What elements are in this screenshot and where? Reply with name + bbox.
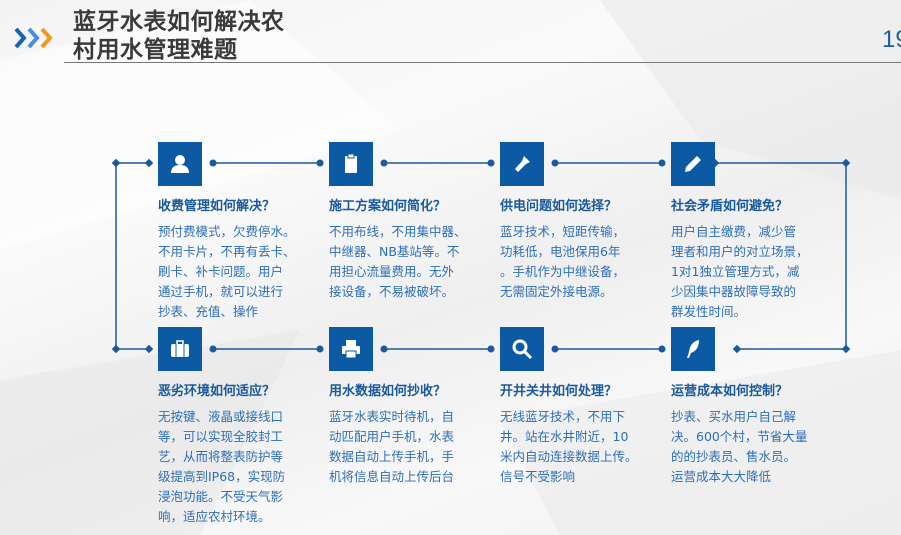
- card-title: 恶劣环境如何适应？: [158, 384, 276, 399]
- card-icon-box: [671, 327, 715, 371]
- card-body-line: 刷卡、补卡问题。用户: [158, 264, 284, 279]
- card-title: 施工方案如何简化？: [329, 199, 447, 214]
- page-title: 蓝牙水表如何解决农 村用水管理难题: [73, 8, 285, 64]
- chevron-logo-icon: [14, 27, 53, 49]
- card-body-line: 用户自主缴费，减少管: [671, 224, 797, 239]
- card-title: 开井关井如何处理？: [500, 384, 618, 399]
- card-body-line: 数据自动上传手机，手: [329, 449, 455, 464]
- card-body-line: 。手机作为中继设备，: [500, 264, 626, 279]
- feature-card: 施工方案如何简化？ 不用布线，不用集中器、中继器、NB基站等。不用担心流量费用。无…: [329, 198, 489, 302]
- card-body: 抄表、买水用户自己解决。600个村，节省大量的的抄表员、售水员。运营成本大大降低: [671, 407, 831, 487]
- card-body-line: 响，适应农村环境。: [158, 509, 271, 524]
- card-title: 供电问题如何选择？: [500, 199, 618, 214]
- user-icon: [171, 155, 189, 173]
- feature-card: 收费管理如何解决？ 预付费模式，欠费停水。不用卡片，不再有丢卡、刷卡、补卡问题。用…: [158, 198, 318, 322]
- card-icon-box: [500, 327, 544, 371]
- card-body: 无按键、液晶或接线口等，可以实现全胶封工艺，从而将整表防护等级提高到IP68，实…: [158, 407, 318, 527]
- card-body-line: 群发性时间。: [671, 304, 747, 319]
- card-body-line: 功耗低，电池保用6年: [500, 244, 621, 259]
- title-line-1: 蓝牙水表如何解决农: [73, 9, 285, 35]
- card-body-line: 蓝牙技术，短距传输，: [500, 224, 626, 239]
- card-title: 运营成本如何控制？: [671, 384, 789, 399]
- card-body-line: 中继器、NB基站等。不: [329, 244, 460, 259]
- card-body-line: 不用布线，不用集中器、: [329, 224, 467, 239]
- card-body-line: 预付费模式，欠费停水。: [158, 224, 296, 239]
- card-body: 无线蓝牙技术，不用下井。站在水井附近，10 米内自动连接数据上传。信号不受影响: [500, 407, 660, 487]
- feature-card: 运营成本如何控制？ 抄表、买水用户自己解决。600个村，节省大量的的抄表员、售水员…: [671, 383, 831, 487]
- card-body-line: 决。600个村，节省大量: [671, 429, 808, 444]
- card-body-line: 接设备，不易被破坏。: [329, 284, 455, 299]
- feature-card: 社会矛盾如何避免？ 用户自主缴费，减少管理者和用户的对立场景， 1对1独立管理方式，…: [671, 198, 831, 322]
- title-line-2: 村用水管理难题: [73, 37, 238, 63]
- flashlight-icon: [515, 156, 530, 172]
- card-body-line: 理者和用户的对立场景，: [671, 244, 809, 259]
- card-icon-box: [671, 142, 715, 186]
- card-body-line: 井。站在水井附近，10: [500, 429, 629, 444]
- card-body-line: 抄表、充值、操作: [158, 304, 259, 319]
- pencil-icon: [685, 156, 701, 172]
- card-body: 蓝牙技术，短距传输， 功耗低，电池保用6年。手机作为中继设备， 无需固定外接电源。: [500, 222, 660, 302]
- card-title: 收费管理如何解决？: [158, 199, 276, 214]
- feather-icon: [687, 340, 699, 358]
- printer-icon: [342, 340, 360, 359]
- card-icon-box: [329, 327, 373, 371]
- feature-card: 开井关井如何处理？ 无线蓝牙技术，不用下井。站在水井附近，10 米内自动连接数据上传…: [500, 383, 660, 487]
- page-number: 19: [882, 26, 901, 53]
- card-title: 社会矛盾如何避免？: [671, 199, 789, 214]
- card-icon-box: [158, 142, 202, 186]
- briefcase-icon: [171, 340, 189, 357]
- card-body: 不用布线，不用集中器、中继器、NB基站等。不用担心流量费用。无外接设备，不易被破…: [329, 222, 489, 302]
- card-body-line: 机将信息自动上传后台: [329, 469, 455, 484]
- card-body-line: 浸泡功能。不受天气影: [158, 489, 284, 504]
- card-body-line: 等，可以实现全胶封工: [158, 429, 284, 444]
- card-body-line: 无线蓝牙技术，不用下: [500, 409, 626, 424]
- card-body-line: 动匹配用户手机，水表: [329, 429, 455, 444]
- search-icon: [512, 339, 533, 360]
- card-body-line: 信号不受影响: [500, 469, 576, 484]
- card-body-line: 的的抄表员、售水员。: [671, 449, 797, 464]
- card-body-line: 艺，从而将整表防护等: [158, 449, 284, 464]
- card-body-line: 少因集中器故障导致的: [671, 284, 797, 299]
- card-body-line: 1对1独立管理方式，减: [671, 264, 800, 279]
- card-body-line: 蓝牙水表实时待机，自: [329, 409, 455, 424]
- card-body-line: 运营成本大大降低: [671, 469, 772, 484]
- card-icon-box: [500, 142, 544, 186]
- feature-card: 供电问题如何选择？ 蓝牙技术，短距传输， 功耗低，电池保用6年。手机作为中继设备， 无…: [500, 198, 660, 302]
- card-body-line: 米内自动连接数据上传。: [500, 449, 638, 464]
- card-body: 蓝牙水表实时待机，自动匹配用户手机，水表数据自动上传手机，手机将信息自动上传后台: [329, 407, 489, 487]
- card-body-line: 用担心流量费用。无外: [329, 264, 455, 279]
- card-body-line: 不用卡片，不再有丢卡、: [158, 244, 296, 259]
- card-body-line: 通过手机，就可以进行: [158, 284, 284, 299]
- card-title: 用水数据如何抄收？: [329, 384, 447, 399]
- feature-card: 用水数据如何抄收？ 蓝牙水表实时待机，自动匹配用户手机，水表数据自动上传手机，手机…: [329, 383, 489, 487]
- card-body: 预付费模式，欠费停水。不用卡片，不再有丢卡、刷卡、补卡问题。用户通过手机，就可以…: [158, 222, 318, 322]
- card-icon-box: [158, 327, 202, 371]
- clipboard-icon: [345, 153, 357, 173]
- feature-card: 恶劣环境如何适应？ 无按键、液晶或接线口等，可以实现全胶封工艺，从而将整表防护等级…: [158, 383, 318, 527]
- card-body: 用户自主缴费，减少管理者和用户的对立场景， 1对1独立管理方式，减少因集中器故障导…: [671, 222, 831, 322]
- card-body-line: 抄表、买水用户自己解: [671, 409, 797, 424]
- card-body-line: 级提高到IP68，实现防: [158, 469, 286, 484]
- card-body-line: 无按键、液晶或接线口: [158, 409, 284, 424]
- header-divider: [64, 62, 901, 63]
- card-body-line: 无需固定外接电源。: [500, 284, 613, 299]
- card-icon-box: [329, 142, 373, 186]
